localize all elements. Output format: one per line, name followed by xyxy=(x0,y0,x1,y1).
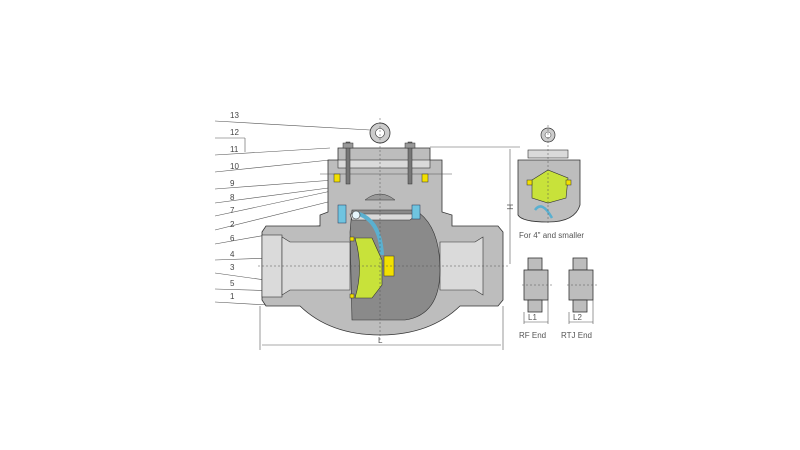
dimension-lines: L H xyxy=(259,146,520,350)
rtj-end-label: RTJ End xyxy=(561,331,592,340)
label-1: 1 xyxy=(230,292,235,301)
dim-L1: L1 xyxy=(528,313,537,322)
rtj-end-view: L2 RTJ End xyxy=(561,257,597,340)
label-7: 7 xyxy=(230,206,235,215)
label-11: 11 xyxy=(230,145,239,154)
rf-end-label: RF End xyxy=(519,331,546,340)
label-9: 9 xyxy=(230,179,235,188)
inset-small-valve: For 4" and smaller xyxy=(517,125,584,240)
dim-H: H xyxy=(505,204,514,210)
dim-L2: L2 xyxy=(573,313,582,322)
label-6: 6 xyxy=(230,234,235,243)
label-3: 3 xyxy=(230,263,235,272)
rf-end-view: L1 RF End xyxy=(519,257,552,340)
label-2: 2 xyxy=(230,220,235,229)
dim-L: L xyxy=(378,336,383,345)
label-4: 4 xyxy=(230,250,235,259)
gasket-right xyxy=(421,173,429,183)
disc xyxy=(354,237,383,299)
label-10: 10 xyxy=(230,162,239,171)
label-13: 13 xyxy=(230,111,239,120)
label-12: 12 xyxy=(230,128,239,137)
hinge-bracket xyxy=(337,204,347,224)
gasket-left xyxy=(333,173,341,183)
valve-section xyxy=(258,118,510,340)
stud-bolt-left xyxy=(345,141,351,185)
label-5: 5 xyxy=(230,279,235,288)
stud-bolt-right xyxy=(407,141,413,185)
label-8: 8 xyxy=(230,193,235,202)
inset-caption: For 4" and smaller xyxy=(519,231,584,240)
